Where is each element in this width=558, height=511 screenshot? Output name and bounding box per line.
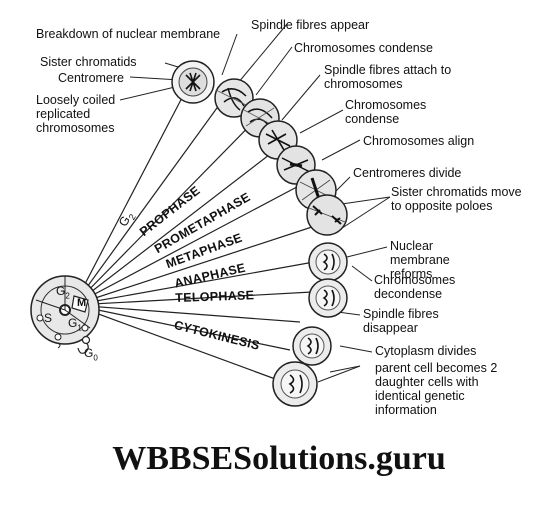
label-loosely-coiled: Loosely coiled replicated chromosomes <box>36 93 116 135</box>
phase-telophase: TELOPHASE <box>175 288 255 305</box>
cell-cytokinesis-2 <box>272 361 318 407</box>
cell-telophase-1 <box>308 242 348 282</box>
cell-telophase-2 <box>308 278 348 318</box>
label-chromosomes-condense-2: Chromosomes condense <box>345 98 427 126</box>
cycle-label-m: M <box>77 297 87 309</box>
cycle-label-g2: G2 <box>56 284 70 301</box>
label-cytoplasm-divides: Cytoplasm divides <box>375 344 477 358</box>
label-parent-cell: parent cell becomes 2 daughter cells wit… <box>375 361 498 417</box>
cell-anaphase <box>306 194 348 236</box>
fan-lines <box>73 89 326 381</box>
cell-cycle-wheel <box>30 275 100 354</box>
cycle-label-g0: G0 <box>84 346 98 363</box>
label-centromeres-divide: Centromeres divide <box>353 166 462 180</box>
label-breakdown-nuclear-membrane: Breakdown of nuclear membrane <box>36 27 221 41</box>
label-sister-chromatids: Sister chromatids <box>40 55 137 69</box>
label-chromosomes-decondense: Chromosomes decondense <box>374 273 456 301</box>
label-chromosomes-condense-1: Chromosomes condense <box>294 41 433 55</box>
label-centromere: Centromere <box>58 71 124 85</box>
label-nuclear-membrane-reforms: Nuclear membrane reforms <box>390 239 450 281</box>
cell-cytokinesis-1 <box>292 326 332 366</box>
label-spindle-fibres-disappear: Spindle fibres disappear <box>363 307 439 335</box>
label-move-opposite-poles: Sister chromatids move to opposite poloe… <box>391 185 522 213</box>
cycle-label-s: S <box>44 311 53 325</box>
label-spindle-fibres-appear: Spindle fibres appear <box>251 18 370 32</box>
cell-g2 <box>171 60 215 104</box>
label-chromosomes-align: Chromosomes align <box>363 134 475 148</box>
cycle-label-g1: G1 <box>68 316 82 333</box>
footer-watermark: WBBSESolutions.guru <box>112 440 446 477</box>
label-spindle-fibres-attach: Spindle fibres attach to chromosomes <box>324 63 452 91</box>
